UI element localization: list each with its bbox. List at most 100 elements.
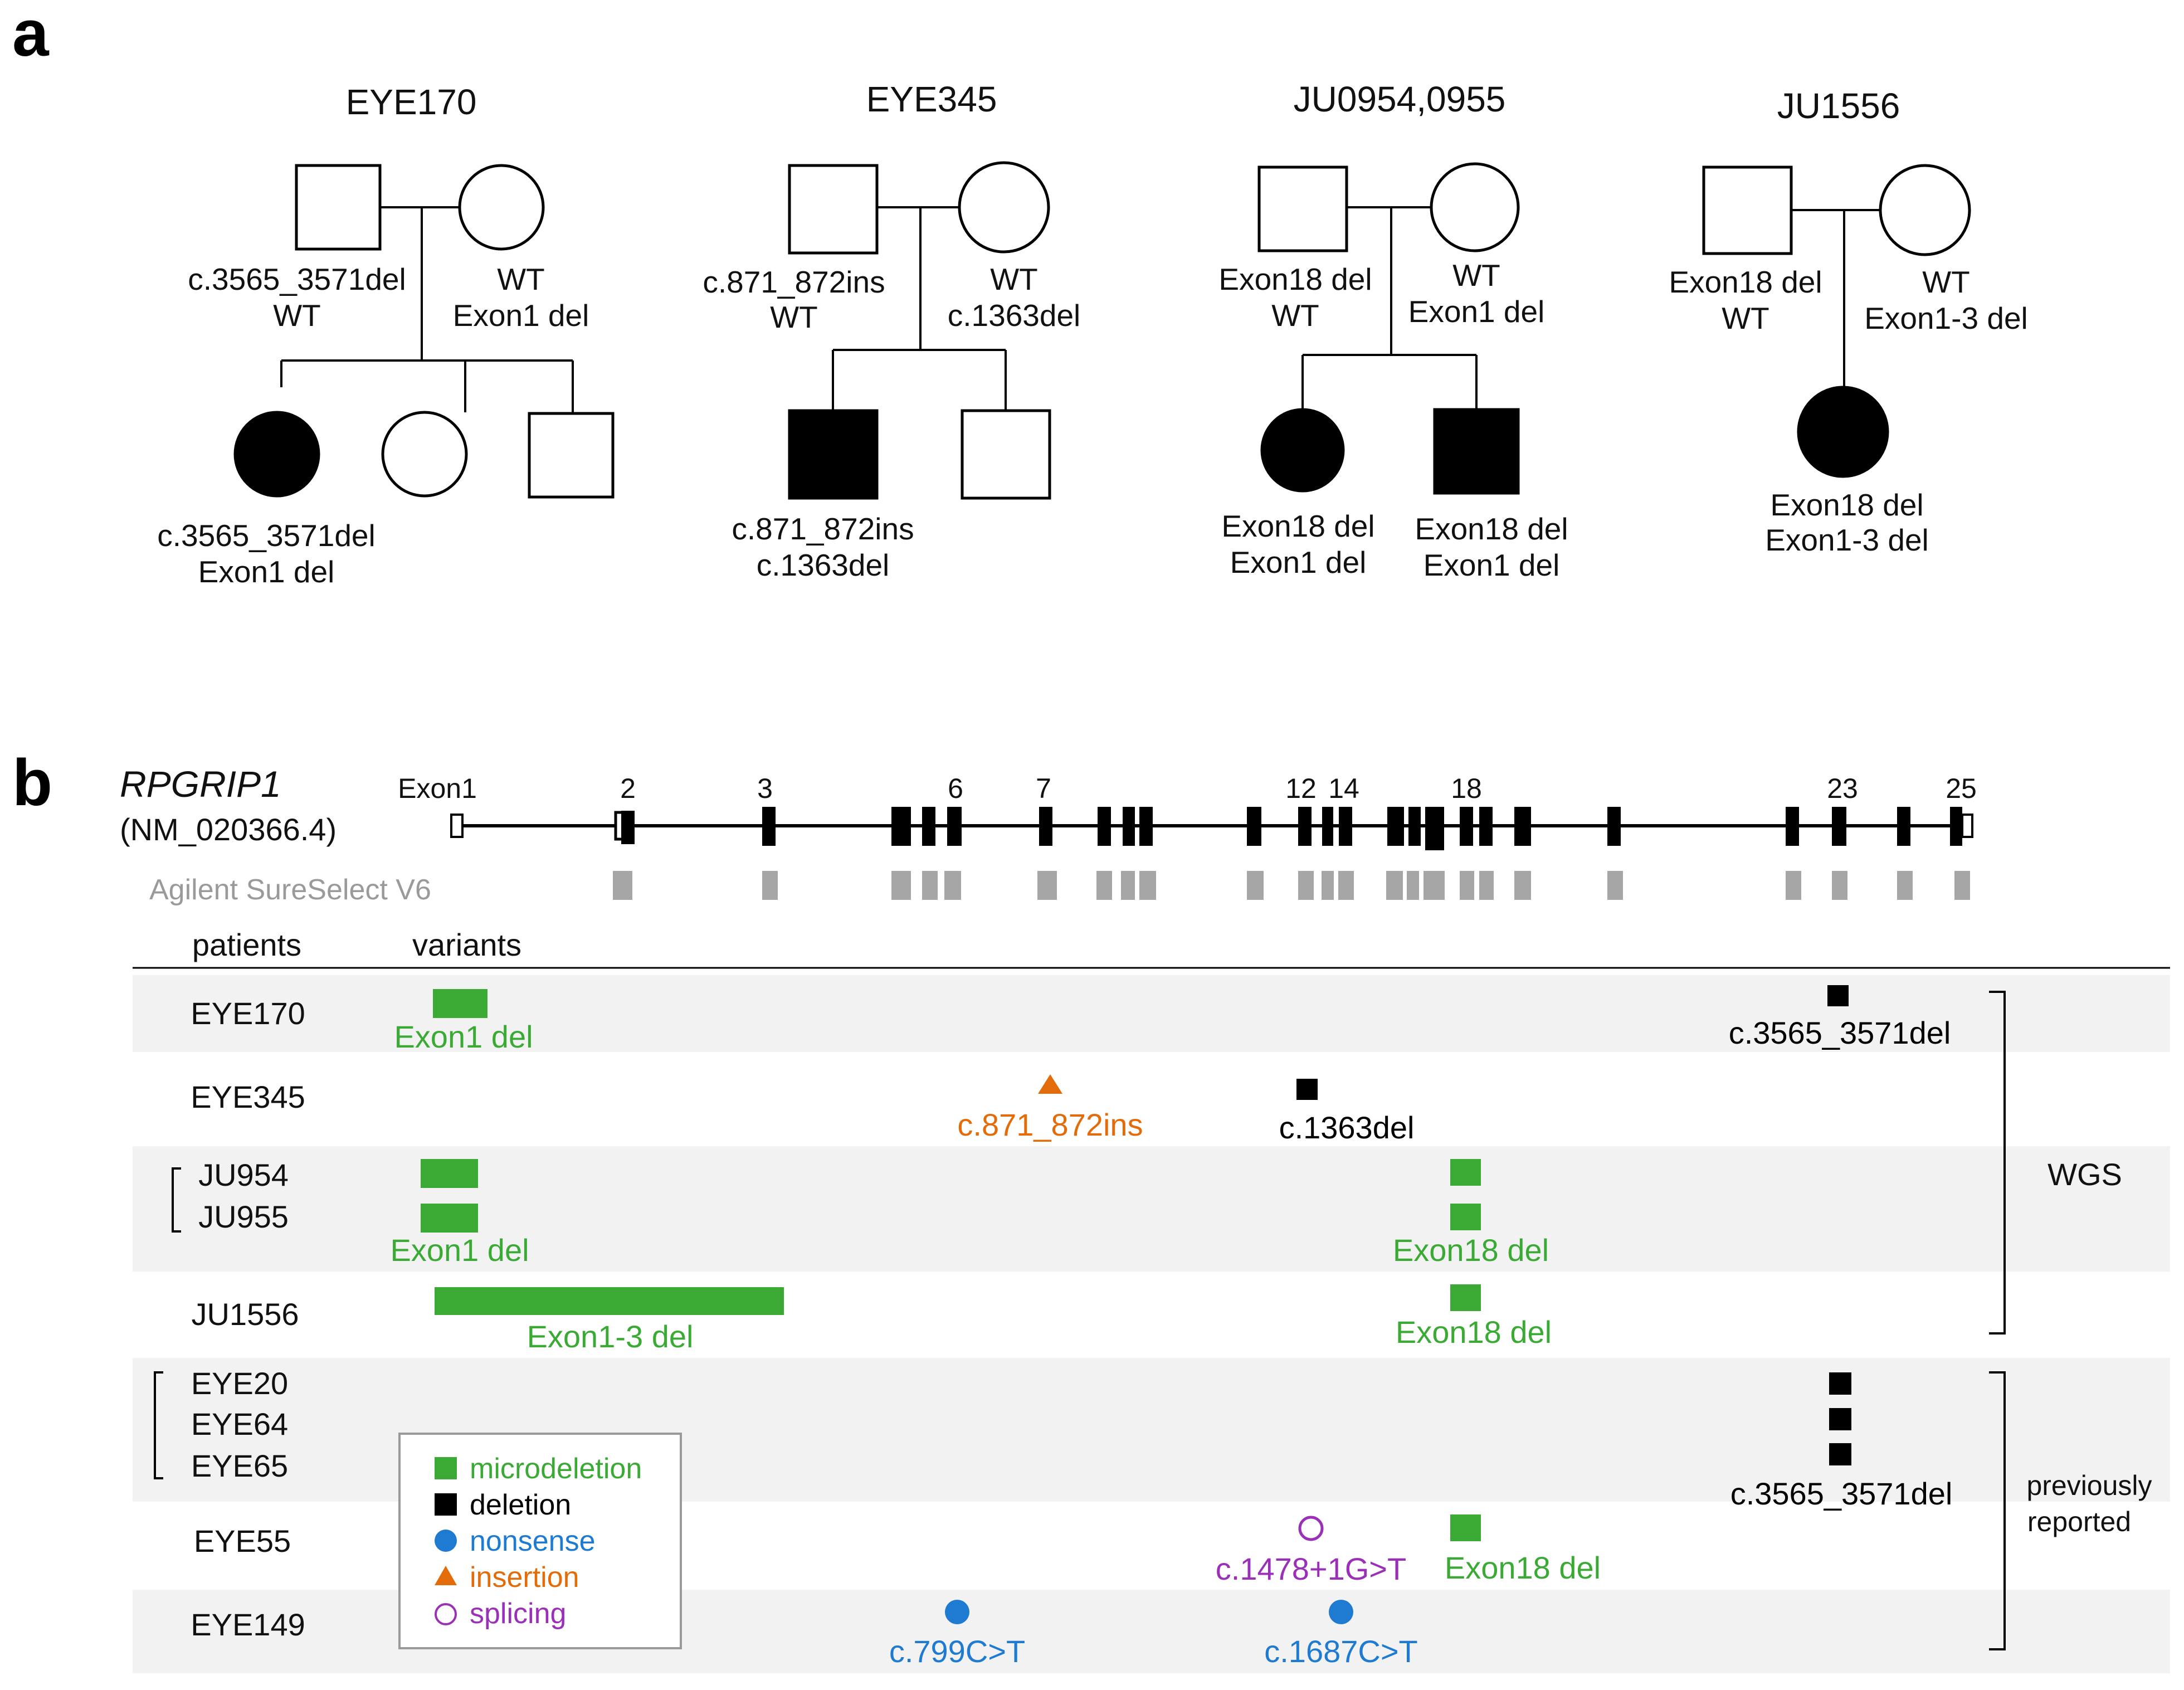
legend: microdeletion deletion nonsense insertio… (398, 1433, 682, 1649)
exon-number-18: 18 (1451, 773, 1482, 804)
probe (1424, 871, 1445, 900)
legend-label-insertion: insertion (470, 1561, 579, 1594)
variant-label: Exon18 del (1396, 1314, 1552, 1350)
variant-splicing (1298, 1516, 1324, 1541)
wgs-label: WGS (2048, 1157, 2122, 1192)
legend-label-deletion: deletion (470, 1489, 571, 1521)
probe (762, 871, 778, 900)
variant-deletion (1296, 1079, 1318, 1100)
father-genotype-2: WT (1722, 301, 1769, 335)
probe (1607, 871, 1623, 900)
exon-number-23: 23 (1827, 773, 1858, 804)
variant-microdeletion (1450, 1284, 1481, 1311)
exon-10 (1139, 807, 1153, 846)
mating-line (280, 206, 574, 413)
variant-deletion (1827, 985, 1849, 1006)
exon-21 (1607, 807, 1621, 846)
variant-label: Exon1-3 del (527, 1319, 694, 1354)
variant-microdeletion (421, 1159, 478, 1188)
child-genotype-2: Exon1-3 del (1765, 523, 1929, 557)
variant-label: Exon18 del (1393, 1233, 1549, 1268)
exon-number-7: 7 (1036, 773, 1051, 804)
mother-genotype-1: WT (990, 262, 1038, 296)
header-patients: patients (192, 927, 301, 962)
variant-deletion (1829, 1408, 1851, 1430)
father-genotype-2: WT (770, 300, 818, 334)
variant-label: Exon1 del (390, 1233, 529, 1268)
child-1-genotype-1: Exon18 del (1221, 509, 1374, 543)
exon-11 (1247, 807, 1261, 846)
probe (1096, 871, 1112, 900)
probe (1247, 871, 1264, 900)
mother-genotype-1: WT (1452, 258, 1500, 293)
panel-label-b: b (12, 746, 52, 820)
father-symbol (295, 164, 382, 251)
previously-reported-label-1: previously (2026, 1470, 2152, 1501)
father-symbol (1702, 165, 1793, 255)
patient-name: EYE149 (191, 1607, 305, 1642)
mother-symbol (458, 164, 545, 251)
exon-12 (1298, 807, 1312, 846)
variant-nonsense (1329, 1600, 1353, 1624)
probe (922, 871, 938, 900)
panel-label-a: a (12, 0, 50, 70)
mother-genotype-1: WT (497, 262, 545, 296)
gene-name: RPGRIP1 (120, 763, 281, 805)
exon-number-2: 2 (620, 773, 636, 804)
variant-label: Exon18 del (1445, 1550, 1601, 1585)
exon-22 (1786, 807, 1799, 846)
exon-7 (1039, 807, 1052, 846)
variant-label: c.1363del (1279, 1110, 1415, 1145)
exon1-label: Exon1 (398, 773, 477, 804)
pedigree-ju0954-0955: JU0954,0955 Exon18 del WT WT Exon1 del E… (1218, 79, 1568, 582)
probe (1479, 871, 1494, 900)
variant-deletion (1829, 1372, 1851, 1395)
probe (613, 871, 632, 900)
father-symbol (788, 164, 879, 255)
child-unaffected-female (381, 411, 468, 498)
child-2-genotype-2: Exon1 del (1424, 548, 1560, 582)
probe (1407, 871, 1419, 900)
exon-16 (1408, 807, 1421, 846)
exon-25 (1950, 807, 1962, 846)
exon-25-utr (1961, 814, 1973, 838)
patient-name: JU955 (198, 1199, 289, 1234)
father-genotype-1: c.871_872ins (703, 265, 885, 299)
patient-name: EYE20 (191, 1366, 288, 1401)
mother-symbol (1879, 164, 1971, 256)
probe (1786, 871, 1801, 900)
exon-17 (1425, 807, 1444, 850)
probe (1121, 871, 1135, 900)
exon-20 (1514, 807, 1531, 846)
child-unaffected-male (961, 409, 1051, 500)
mother-genotype-1: WT (1922, 265, 1970, 299)
father-genotype-1: Exon18 del (1669, 265, 1822, 299)
child-affected-female (1797, 386, 1889, 478)
exon-18 (1460, 807, 1473, 846)
variant-label: c.3565_3571del (1730, 1476, 1953, 1511)
probe (1037, 871, 1057, 900)
exon-1 (450, 814, 464, 838)
patient-name: EYE55 (194, 1523, 291, 1558)
probe (1832, 871, 1847, 900)
probe (1386, 871, 1403, 900)
pedigree-ju1556: JU1556 Exon18 del WT WT Exon1-3 del Exon… (1669, 86, 2027, 557)
previously-reported-label-2: reported (2027, 1506, 2131, 1537)
variant-microdeletion (435, 1287, 784, 1315)
child-unaffected-male (528, 412, 615, 499)
child-genotype-2: c.1363del (757, 548, 890, 582)
exon-2-coding (621, 811, 635, 844)
variant-nonsense (945, 1600, 969, 1624)
exon-23 (1832, 807, 1846, 846)
probe (1514, 871, 1531, 900)
probe (944, 871, 961, 900)
child-genotype-2: Exon1 del (198, 554, 335, 589)
probe (1338, 871, 1354, 900)
mother-genotype-2: Exon1 del (453, 298, 589, 333)
sibling-bracket (172, 1167, 181, 1233)
patient-name: JU954 (198, 1157, 289, 1192)
pedigree-title: EYE170 (346, 82, 477, 122)
child-affected-male (788, 409, 879, 500)
pedigree-title: JU1556 (1777, 86, 1900, 126)
